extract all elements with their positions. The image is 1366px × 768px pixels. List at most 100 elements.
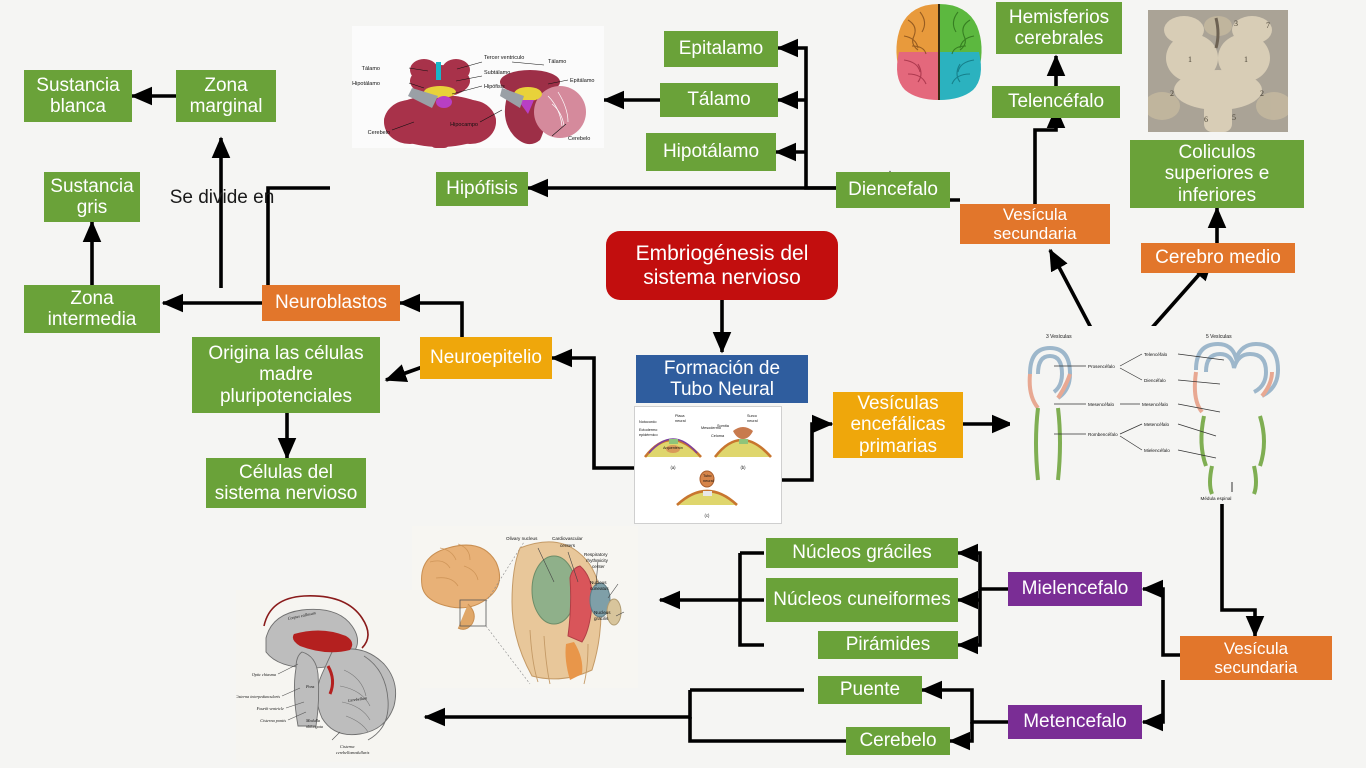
- svg-text:Placa: Placa: [675, 414, 685, 418]
- node-diencefalo[interactable]: Diencefalo: [836, 172, 950, 208]
- svg-text:Tálamo: Tálamo: [548, 59, 566, 65]
- node-neuroblastos[interactable]: Neuroblastos: [262, 285, 400, 321]
- svg-text:2: 2: [1260, 89, 1264, 98]
- svg-text:Olivary nucleus: Olivary nucleus: [506, 536, 538, 541]
- node-sustancia-gris[interactable]: Sustancia gris: [44, 172, 140, 222]
- svg-text:Cisterna pontis: Cisterna pontis: [260, 718, 286, 723]
- svg-text:3: 3: [1234, 19, 1238, 28]
- svg-text:cerebellomedullaris: cerebellomedullaris: [336, 750, 370, 755]
- node-formacion-tubo-neural[interactable]: Formación de Tubo Neural: [636, 355, 808, 403]
- node-hipotalamo[interactable]: Hipotálamo: [646, 133, 776, 171]
- node-zona-marginal[interactable]: Zona marginal: [176, 70, 276, 122]
- node-label: Neuroblastos: [275, 292, 387, 314]
- svg-text:Cerebelo: Cerebelo: [568, 136, 590, 142]
- page-title: Embriogénesis del sistema nervioso: [635, 241, 809, 289]
- svg-text:Cerebelo: Cerebelo: [368, 130, 390, 136]
- svg-text:Cardiovascular: Cardiovascular: [552, 536, 583, 541]
- node-label: Zona marginal: [189, 74, 263, 117]
- node-label: Epitalamo: [678, 38, 764, 60]
- node-epitalamo[interactable]: Epitalamo: [664, 31, 778, 67]
- svg-text:Prosencéfalo: Prosencéfalo: [1088, 364, 1115, 369]
- node-celulas-sistema-nervioso[interactable]: Células del sistema nervioso: [206, 458, 366, 508]
- svg-text:Celoma: Celoma: [711, 434, 725, 438]
- svg-text:cuneatus: cuneatus: [590, 586, 609, 591]
- colored-brain-top-view: [884, 0, 994, 104]
- svg-text:Respiratory: Respiratory: [584, 552, 608, 557]
- node-label: Hemisferios cerebrales: [1008, 6, 1110, 49]
- node-hipofisis[interactable]: Hipófisis: [436, 172, 528, 206]
- svg-text:2: 2: [1170, 89, 1174, 98]
- node-metencefalo[interactable]: Metencefalo: [1008, 705, 1142, 739]
- node-cerebro-medio[interactable]: Cerebro medio: [1141, 243, 1295, 273]
- diencephalon-photo: Tálamo Hipotálamo Tercer ventriculo Subt…: [352, 26, 604, 148]
- svg-text:(a): (a): [670, 465, 676, 470]
- svg-text:1: 1: [1244, 55, 1248, 64]
- node-sustancia-blanca[interactable]: Sustancia blanca: [24, 70, 132, 122]
- svg-text:Mesodermo: Mesodermo: [701, 426, 721, 430]
- svg-text:Tálamo: Tálamo: [362, 66, 380, 72]
- svg-text:centers: centers: [560, 543, 576, 548]
- node-telencefalo[interactable]: Telencéfalo: [992, 86, 1120, 118]
- svg-text:Mesencéfalo: Mesencéfalo: [1088, 402, 1114, 407]
- svg-text:neural: neural: [703, 479, 714, 483]
- svg-text:Diencéfalo: Diencéfalo: [1144, 378, 1166, 383]
- node-label: Metencefalo: [1023, 711, 1127, 733]
- svg-text:Nucleus: Nucleus: [590, 580, 607, 585]
- node-label: Núcleos cuneiformes: [773, 589, 951, 611]
- svg-text:3 Vesículas: 3 Vesículas: [1046, 334, 1072, 340]
- svg-text:rhythmicity: rhythmicity: [586, 558, 609, 563]
- node-label: Tálamo: [687, 89, 751, 111]
- node-zona-intermedia[interactable]: Zona intermedia: [24, 285, 160, 333]
- node-label: Telencéfalo: [1007, 91, 1105, 113]
- svg-text:Subtálamo: Subtálamo: [484, 70, 510, 76]
- node-label: Origina las células madre pluripotencial…: [208, 343, 364, 407]
- svg-text:Mesencéfalo: Mesencéfalo: [1142, 402, 1168, 407]
- svg-text:Hipocampo: Hipocampo: [450, 122, 478, 128]
- diagram-title[interactable]: Embriogénesis del sistema nervioso: [606, 231, 838, 300]
- node-nucleos-graciles[interactable]: Núcleos gráciles: [766, 538, 958, 568]
- node-vesiculas-encefalicas-primarias[interactable]: Vesículas encefálicas primarias: [833, 392, 963, 458]
- svg-text:epidérmico: epidérmico: [639, 433, 658, 437]
- svg-text:neural: neural: [747, 419, 758, 423]
- svg-text:Medulla: Medulla: [305, 718, 320, 723]
- svg-text:Corpus callosum: Corpus callosum: [287, 610, 316, 621]
- svg-text:Hipófisis: Hipófisis: [484, 84, 505, 90]
- node-mielencefalo[interactable]: Mielencefalo: [1008, 572, 1142, 606]
- node-label: Sustancia blanca: [36, 74, 120, 117]
- node-label: Hipófisis: [446, 178, 518, 200]
- node-nucleos-cuneiformes[interactable]: Núcleos cuneiformes: [766, 578, 958, 622]
- node-label: Vesícula secundaria: [1214, 638, 1298, 677]
- node-piramides[interactable]: Pirámides: [818, 631, 958, 659]
- svg-text:Médula espinal: Médula espinal: [1201, 496, 1232, 501]
- node-hemisferios-cerebrales[interactable]: Hemisferios cerebrales: [996, 2, 1122, 54]
- node-puente[interactable]: Puente: [818, 676, 922, 704]
- node-label: Vesículas encefálicas primarias: [850, 393, 946, 457]
- svg-text:Epitálamo: Epitálamo: [570, 78, 594, 84]
- node-label: Coliculos superiores e inferiores: [1164, 142, 1270, 206]
- node-label: Diencefalo: [848, 179, 938, 201]
- neural-tube-formation-diagram: (a) Arquenterón (b) (c) Notocordo: [634, 406, 782, 524]
- node-neuroepitelio[interactable]: Neuroepitelio: [420, 337, 552, 379]
- svg-text:Cerebellum: Cerebellum: [347, 695, 367, 703]
- svg-text:Cisterna: Cisterna: [340, 744, 354, 749]
- node-label: Vesícula secundaria: [993, 204, 1077, 243]
- svg-text:Mielencéfalo: Mielencéfalo: [1144, 448, 1170, 453]
- node-vesicula-secundaria-superior[interactable]: Vesícula secundaria: [960, 204, 1110, 244]
- sagittal-brain-cisterns-diagram: Optic chiasma Cisterna interpeduncularis…: [236, 590, 420, 762]
- node-label: Zona intermedia: [47, 287, 137, 330]
- connector-lines: [266, 186, 852, 743]
- node-vesicula-secundaria-inferior[interactable]: Vesícula secundaria: [1180, 636, 1332, 680]
- node-label: Núcleos gráciles: [792, 542, 932, 564]
- node-coliculos[interactable]: Coliculos superiores e inferiores: [1130, 140, 1304, 208]
- node-label: Puente: [839, 679, 901, 701]
- node-origina-celulas-madre[interactable]: Origina las células madre pluripotencial…: [192, 337, 380, 413]
- node-cerebelo[interactable]: Cerebelo: [846, 727, 950, 755]
- svg-text:Notocordo: Notocordo: [639, 420, 657, 424]
- node-talamo[interactable]: Tálamo: [660, 83, 778, 117]
- svg-text:Tercer ventriculo: Tercer ventriculo: [484, 55, 524, 61]
- svg-text:Fourth ventricle: Fourth ventricle: [256, 706, 284, 711]
- svg-text:6: 6: [1204, 115, 1208, 124]
- svg-text:neural: neural: [675, 419, 686, 423]
- svg-text:Nucleus: Nucleus: [594, 610, 611, 615]
